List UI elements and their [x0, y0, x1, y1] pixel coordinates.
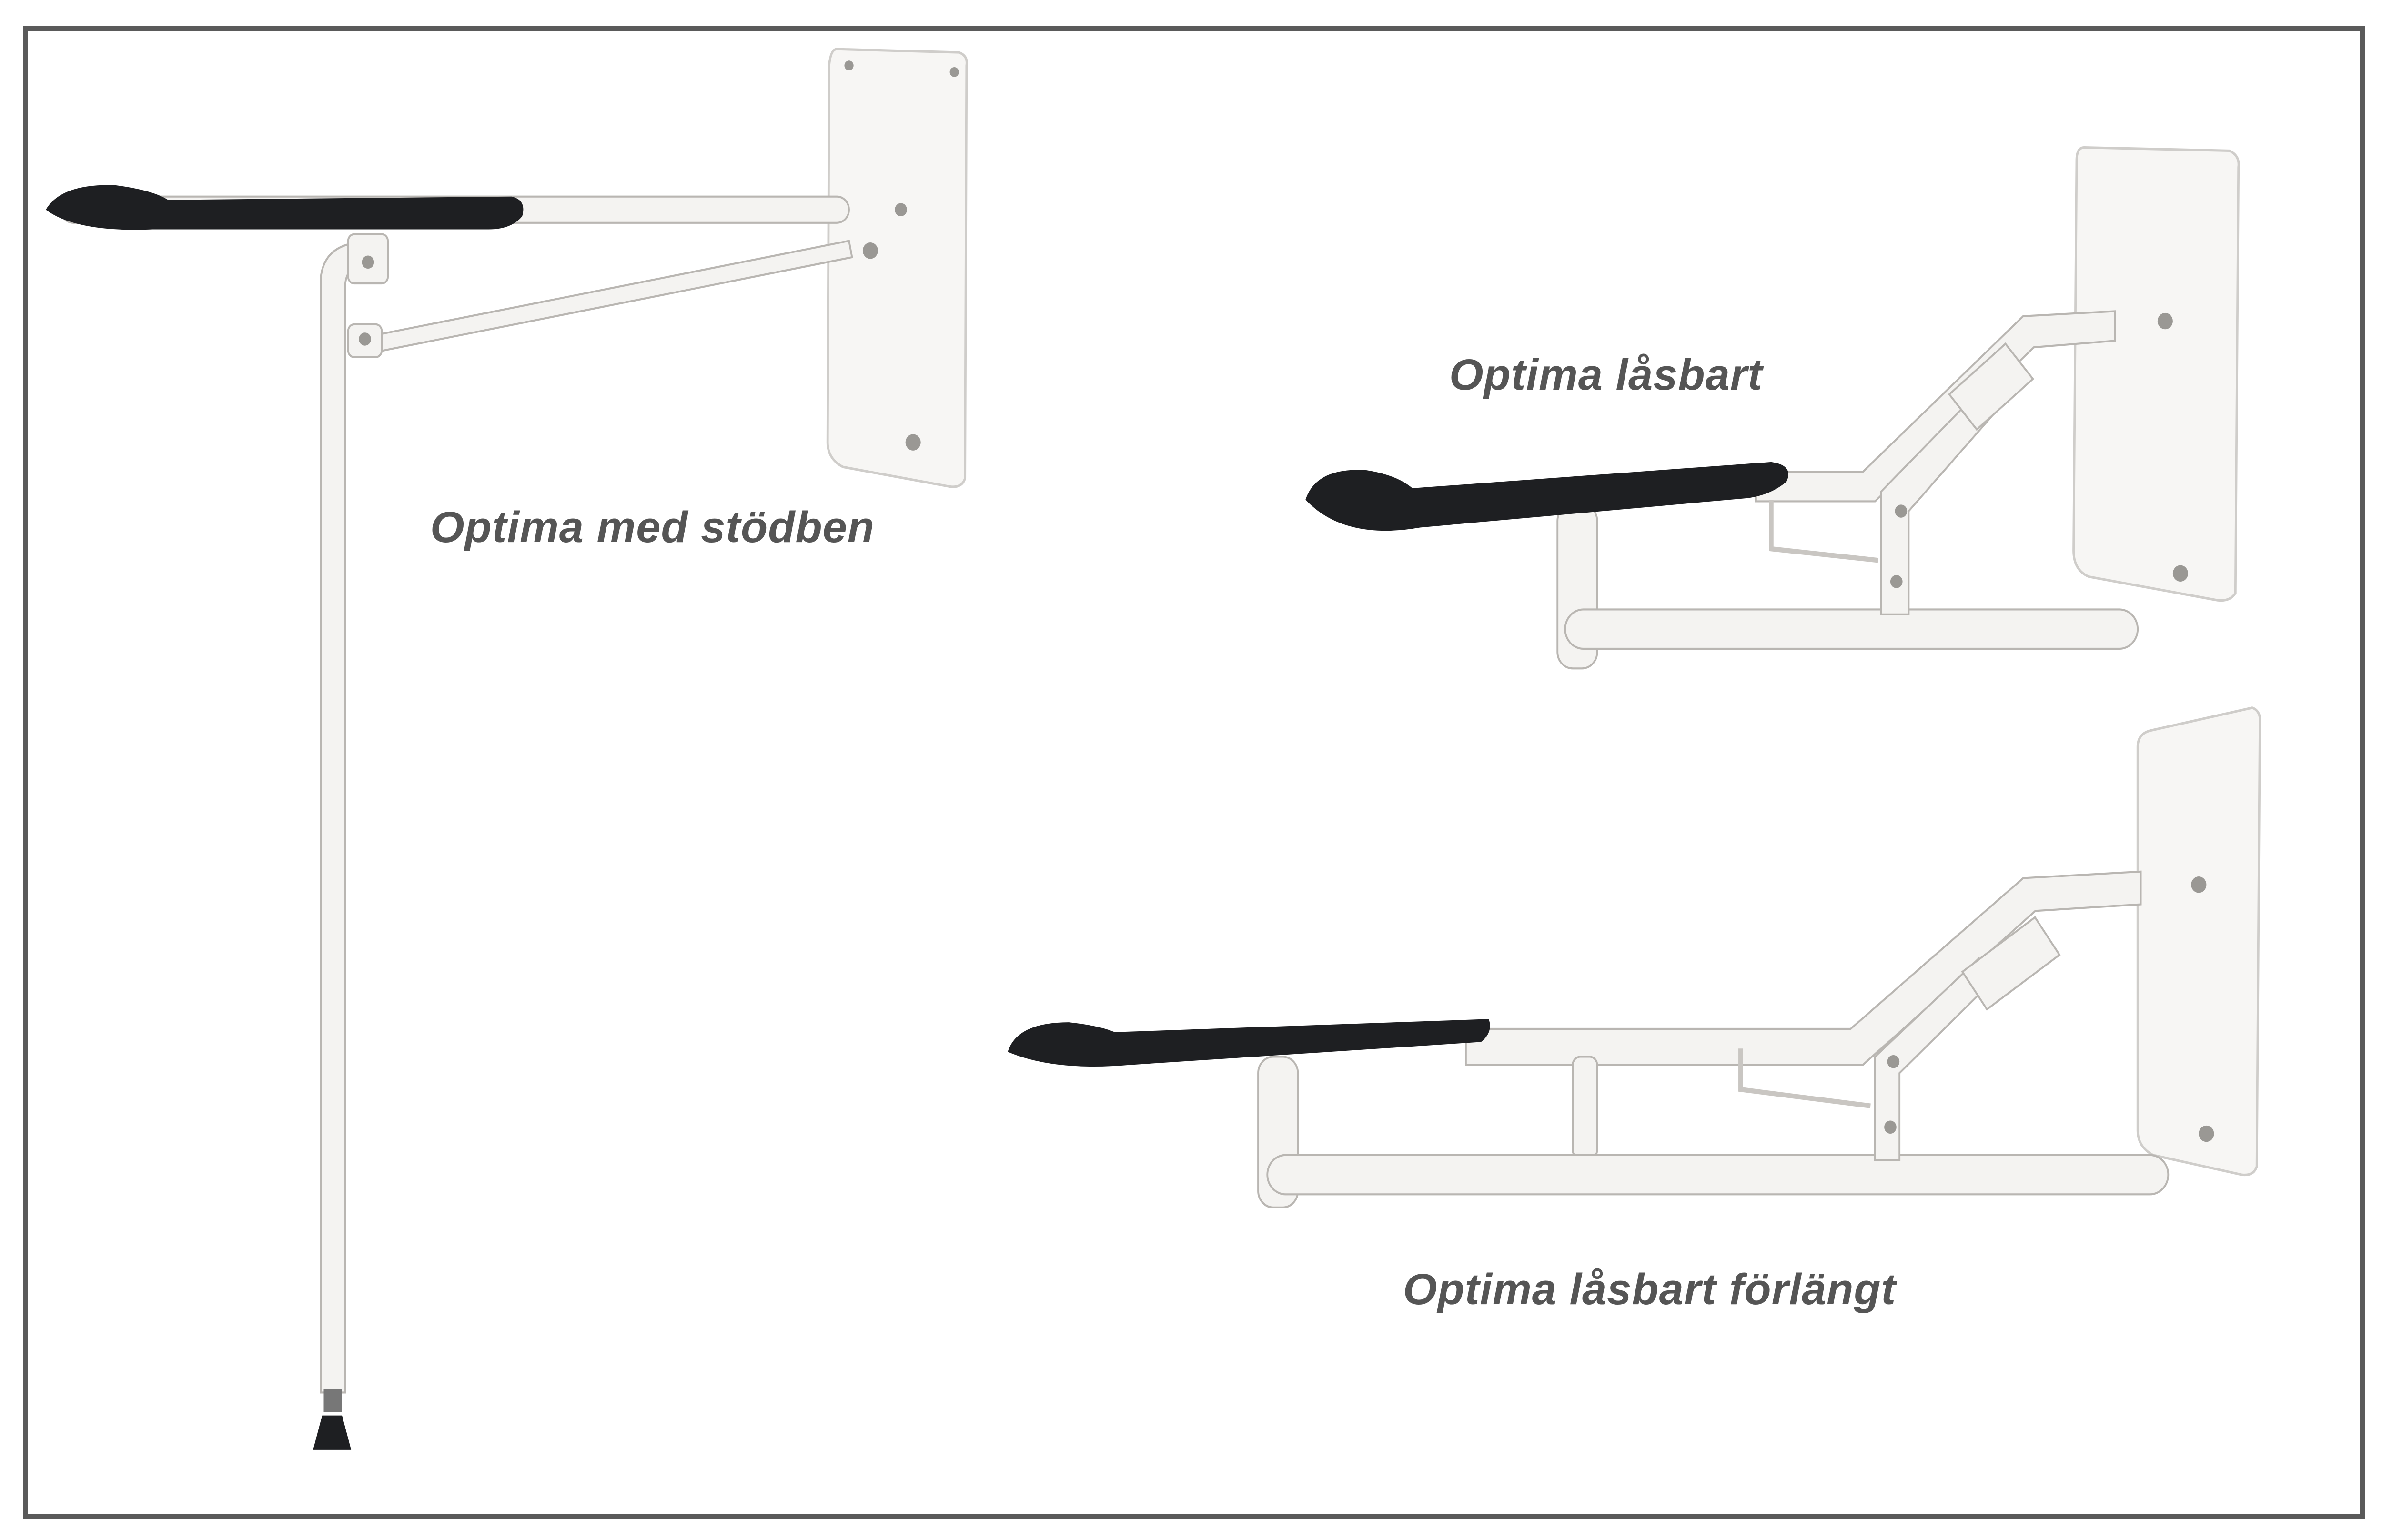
image-frame	[23, 26, 2365, 1519]
caption-optima-lasbart: Optima låsbart	[1449, 351, 1763, 399]
caption-optima-lasbart-forlangt: Optima låsbart förlängt	[1403, 1265, 1897, 1314]
product-optima-lasbart	[1305, 146, 2240, 670]
caption-optima-med-stodben: Optima med stödben	[430, 503, 875, 552]
product-optima-lasbart-forlangt	[1008, 706, 2261, 1208]
product-optima-med-stodben	[46, 48, 968, 1450]
